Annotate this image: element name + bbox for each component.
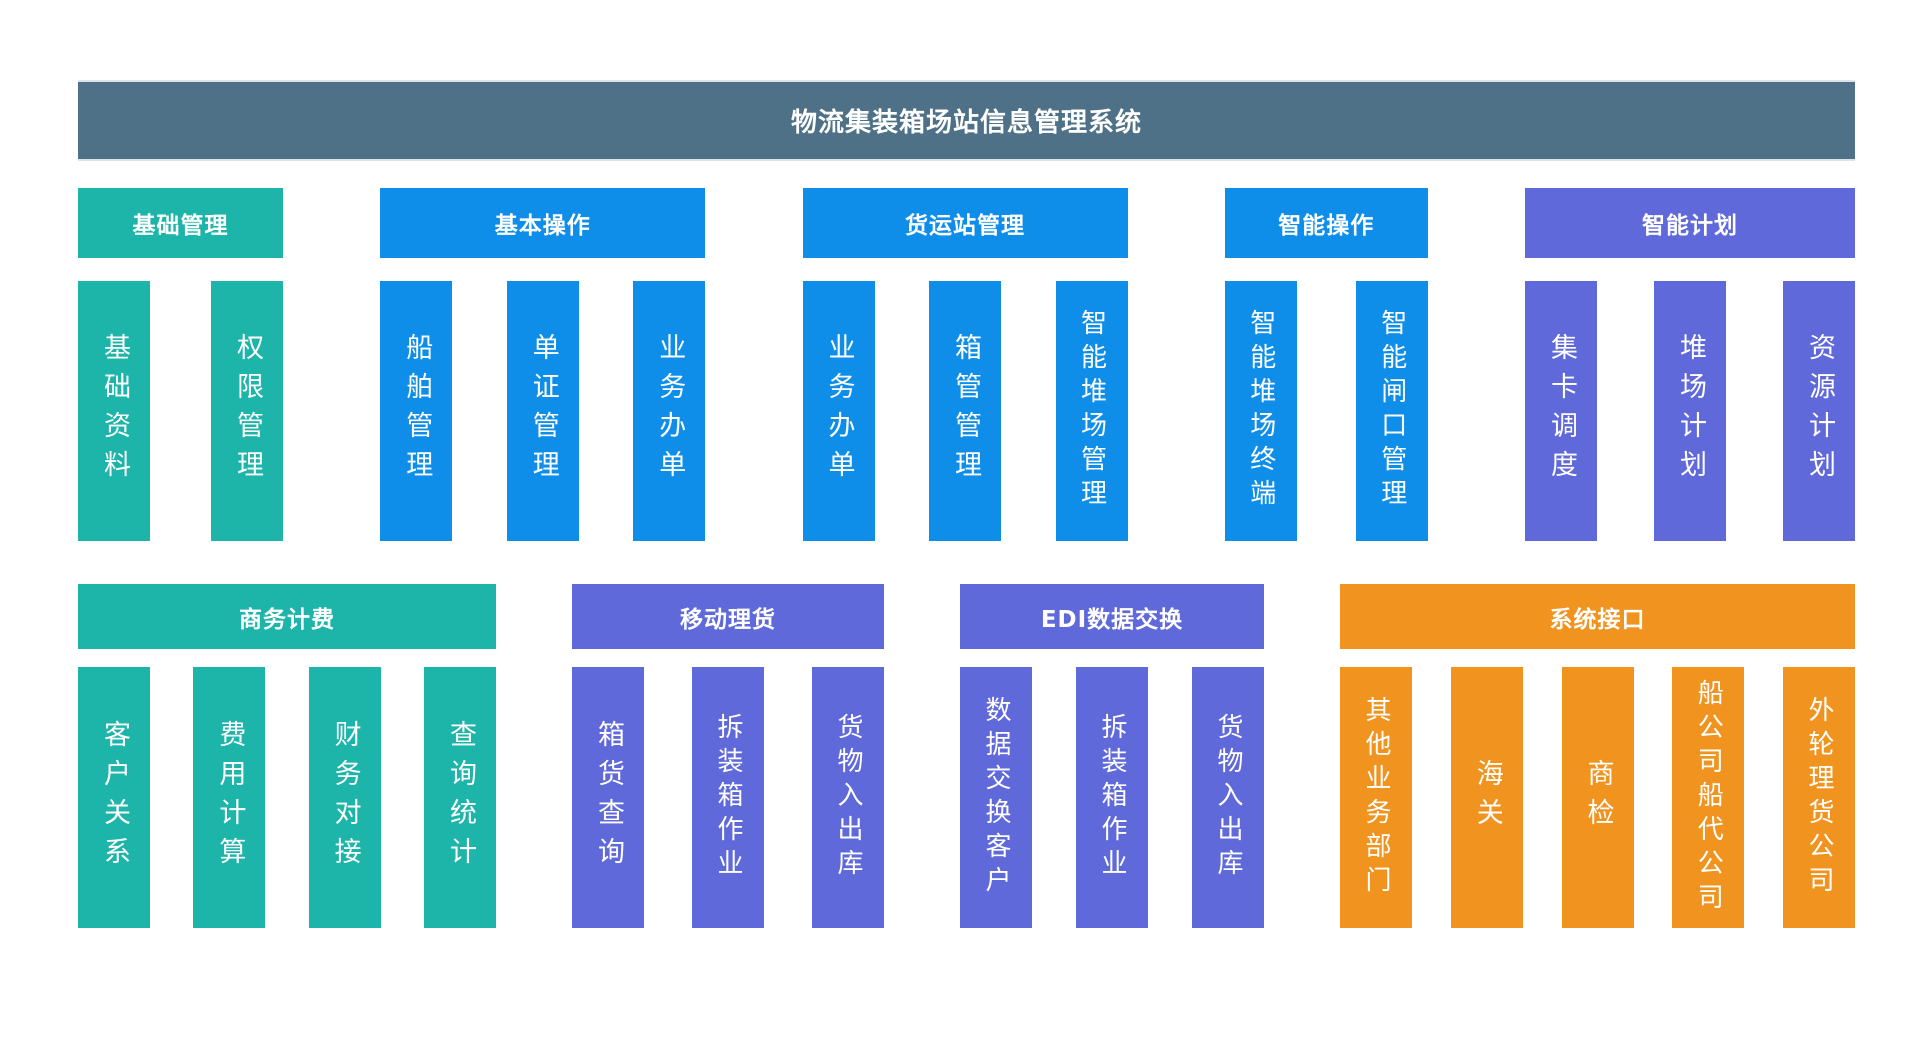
group-header: 货运站管理: [802, 188, 1128, 258]
group-columns: 基础资料 权限管理: [78, 281, 283, 541]
module-column: 集卡调度: [1525, 281, 1597, 541]
group-header-label: 系统接口: [1549, 606, 1646, 633]
group-header: 智能计划: [1525, 188, 1855, 258]
group-header: EDI数据交换: [960, 584, 1264, 649]
module-column: 箱货查询: [572, 667, 644, 928]
module-column: 业务办单: [802, 281, 875, 541]
module-column: 船舶管理: [380, 281, 453, 541]
module-row-2: 商务计费 客户关系 费用计算 财务对接 查询统计 移动理货 箱货查询 拆装箱作业…: [78, 584, 1855, 928]
module-column: 堆场计划: [1654, 281, 1726, 541]
group-columns: 智能堆场终端 智能闸口管理: [1224, 281, 1428, 541]
group-basic-management: 基础管理 基础资料 权限管理: [78, 188, 283, 541]
module-column: 数据交换客户: [960, 667, 1032, 928]
module-column: 拆装箱作业: [692, 667, 764, 928]
diagram-content: 物流集装箱场站信息管理系统 基础管理 基础资料 权限管理 基本操作 船舶管理: [78, 80, 1855, 928]
group-header: 智能操作: [1224, 188, 1428, 258]
module-column: 基础资料: [78, 281, 150, 541]
module-column: 权限管理: [211, 281, 283, 541]
group-header: 系统接口: [1340, 584, 1855, 649]
page-title: 物流集装箱场站信息管理系统: [790, 108, 1142, 138]
group-header: 基本操作: [380, 188, 706, 258]
module-column: 外轮理货公司: [1783, 667, 1855, 928]
module-column: 海关: [1450, 667, 1523, 928]
module-column: 智能闸口管理: [1355, 281, 1428, 541]
group-columns: 业务办单 箱管管理 智能堆场管理: [802, 281, 1128, 541]
module-column: 货物入出库: [812, 667, 884, 928]
group-header-label: 智能计划: [1642, 213, 1738, 239]
module-column: 智能堆场管理: [1055, 281, 1128, 541]
module-column: 业务办单: [633, 281, 706, 541]
group-header: 商务计费: [78, 584, 496, 649]
module-column: 客户关系: [78, 667, 150, 928]
group-header-label: 基本操作: [494, 213, 591, 239]
module-column: 费用计算: [193, 667, 266, 928]
group-commerce-billing: 商务计费 客户关系 费用计算 财务对接 查询统计: [78, 584, 496, 928]
group-basic-operations: 基本操作 船舶管理 单证管理 业务办单: [380, 188, 706, 541]
module-column: 船公司船代公司: [1672, 667, 1745, 928]
module-column: 单证管理: [506, 281, 579, 541]
group-columns: 其他业务部门 海关 商检 船公司船代公司 外轮理货公司: [1340, 667, 1855, 928]
group-columns: 集卡调度 堆场计划 资源计划: [1525, 281, 1855, 541]
group-header-label: 基础管理: [132, 213, 229, 239]
group-header: 基础管理: [78, 188, 283, 258]
module-column: 拆装箱作业: [1076, 667, 1148, 928]
module-column: 查询统计: [423, 667, 496, 928]
group-header-label: 商务计费: [239, 606, 335, 633]
group-freight-station-management: 货运站管理 业务办单 箱管管理 智能堆场管理: [802, 188, 1128, 541]
page-title-banner: 物流集装箱场站信息管理系统: [78, 80, 1855, 161]
group-header-label: 货运站管理: [905, 213, 1025, 239]
group-columns: 船舶管理 单证管理 业务办单: [380, 281, 706, 541]
group-columns: 客户关系 费用计算 财务对接 查询统计: [78, 667, 496, 928]
group-columns: 数据交换客户 拆装箱作业 货物入出库: [960, 667, 1264, 928]
group-header: 移动理货: [572, 584, 884, 649]
group-system-interface: 系统接口 其他业务部门 海关 商检 船公司船代公司 外轮理货公司: [1340, 584, 1855, 928]
module-column: 智能堆场终端: [1224, 281, 1297, 541]
module-row-1: 基础管理 基础资料 权限管理 基本操作 船舶管理 单证管理 业务办单: [78, 188, 1855, 541]
module-column: 商检: [1561, 667, 1634, 928]
module-column: 箱管管理: [929, 281, 1001, 541]
module-column: 资源计划: [1783, 281, 1855, 541]
group-columns: 箱货查询 拆装箱作业 货物入出库: [572, 667, 884, 928]
group-header-label: 智能操作: [1278, 213, 1375, 239]
group-header-label: EDI数据交换: [1040, 606, 1184, 633]
group-edi-data-exchange: EDI数据交换 数据交换客户 拆装箱作业 货物入出库: [960, 584, 1264, 928]
group-mobile-tally: 移动理货 箱货查询 拆装箱作业 货物入出库: [572, 584, 884, 928]
module-column: 财务对接: [308, 667, 381, 928]
group-smart-planning: 智能计划 集卡调度 堆场计划 资源计划: [1525, 188, 1855, 541]
group-header-label: 移动理货: [680, 606, 776, 633]
module-column: 其他业务部门: [1340, 667, 1412, 928]
group-smart-operations: 智能操作 智能堆场终端 智能闸口管理: [1224, 188, 1428, 541]
module-column: 货物入出库: [1192, 667, 1264, 928]
